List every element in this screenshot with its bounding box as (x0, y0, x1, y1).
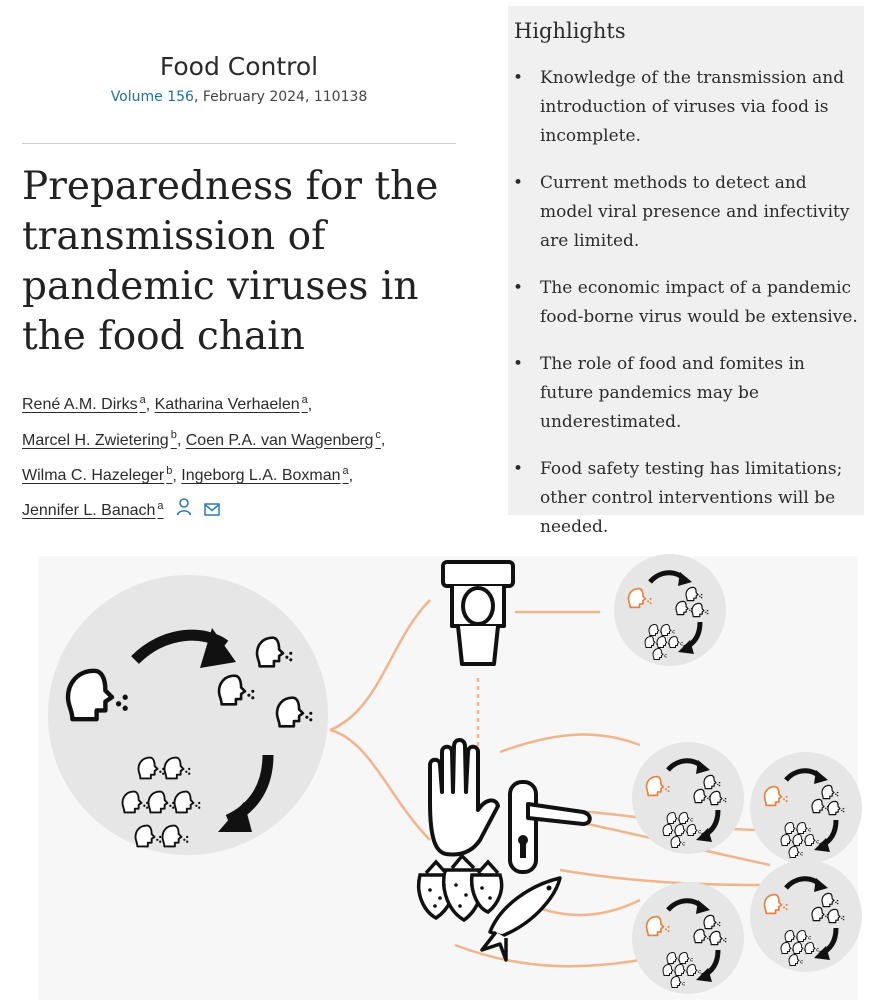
graphical-abstract (0, 540, 885, 1000)
highlights-panel: Highlights Knowledge of the transmission… (508, 6, 864, 537)
highlights-list: Knowledge of the transmission and introd… (508, 64, 858, 560)
author-name: Katharina Verhaelen (154, 396, 300, 414)
outbreak-circle (632, 882, 744, 994)
outbreak-circle (750, 860, 862, 972)
author-name: Coen P.A. van Wagenberg (185, 431, 374, 449)
affiliation-marker: a (342, 464, 349, 477)
author-name: Marcel H. Zwietering (22, 431, 169, 449)
author-name: René A.M. Dirks (22, 396, 138, 414)
author-name: Jennifer L. Banach (22, 502, 156, 520)
separator: , (172, 466, 177, 484)
article-title: Preparedness for the transmission of pan… (22, 164, 439, 359)
hand-icon (428, 738, 500, 857)
affiliation-marker: b (166, 464, 173, 477)
person-icon[interactable] (176, 496, 192, 527)
separator: , (176, 431, 182, 449)
envelope-icon[interactable] (204, 496, 221, 527)
affiliation-marker: a (157, 499, 164, 512)
separator: , (307, 396, 313, 414)
highlights-heading: Highlights (514, 19, 626, 43)
journal-header: Food Control Volume 156, February 2024, … (22, 52, 456, 105)
author-name: Wilma C. Hazeleger (22, 466, 165, 484)
fish-icon (480, 876, 562, 962)
journal-issue: Volume 156, February 2024, 110138 (22, 89, 456, 105)
journal-title[interactable]: Food Control (159, 52, 319, 81)
highlight-item: The role of food and fomites in future p… (508, 350, 858, 437)
main-transmission-circle (48, 575, 328, 855)
affiliation-marker: a (139, 394, 146, 406)
highlight-item: Knowledge of the transmission and introd… (508, 64, 858, 151)
author-name: Ingeborg L.A. Boxman (181, 466, 341, 484)
separator: , (348, 466, 354, 484)
door-handle-icon (508, 780, 592, 874)
highlight-item: Food safety testing has limitations; oth… (508, 455, 858, 542)
affiliation-marker: b (170, 429, 177, 442)
outbreak-circle (614, 554, 726, 666)
volume-link[interactable]: Volume 156 (110, 89, 194, 105)
highlight-item: Current methods to detect and model vira… (508, 169, 858, 256)
graphical-abstract-svg (38, 540, 885, 1000)
toilet-icon (441, 560, 515, 666)
outbreak-circle (750, 752, 862, 864)
separator: , (145, 396, 151, 414)
affiliation-marker: a (301, 394, 308, 406)
outbreak-circle (632, 742, 744, 854)
strawberry-icon (417, 853, 504, 923)
highlight-item: The economic impact of a pandemic food-b… (508, 274, 858, 332)
divider (22, 143, 456, 144)
separator: , (380, 431, 386, 449)
issue-details: , February 2024, 110138 (193, 89, 368, 105)
affiliation-marker: c (375, 429, 381, 442)
strawberry-seeds (428, 883, 492, 908)
